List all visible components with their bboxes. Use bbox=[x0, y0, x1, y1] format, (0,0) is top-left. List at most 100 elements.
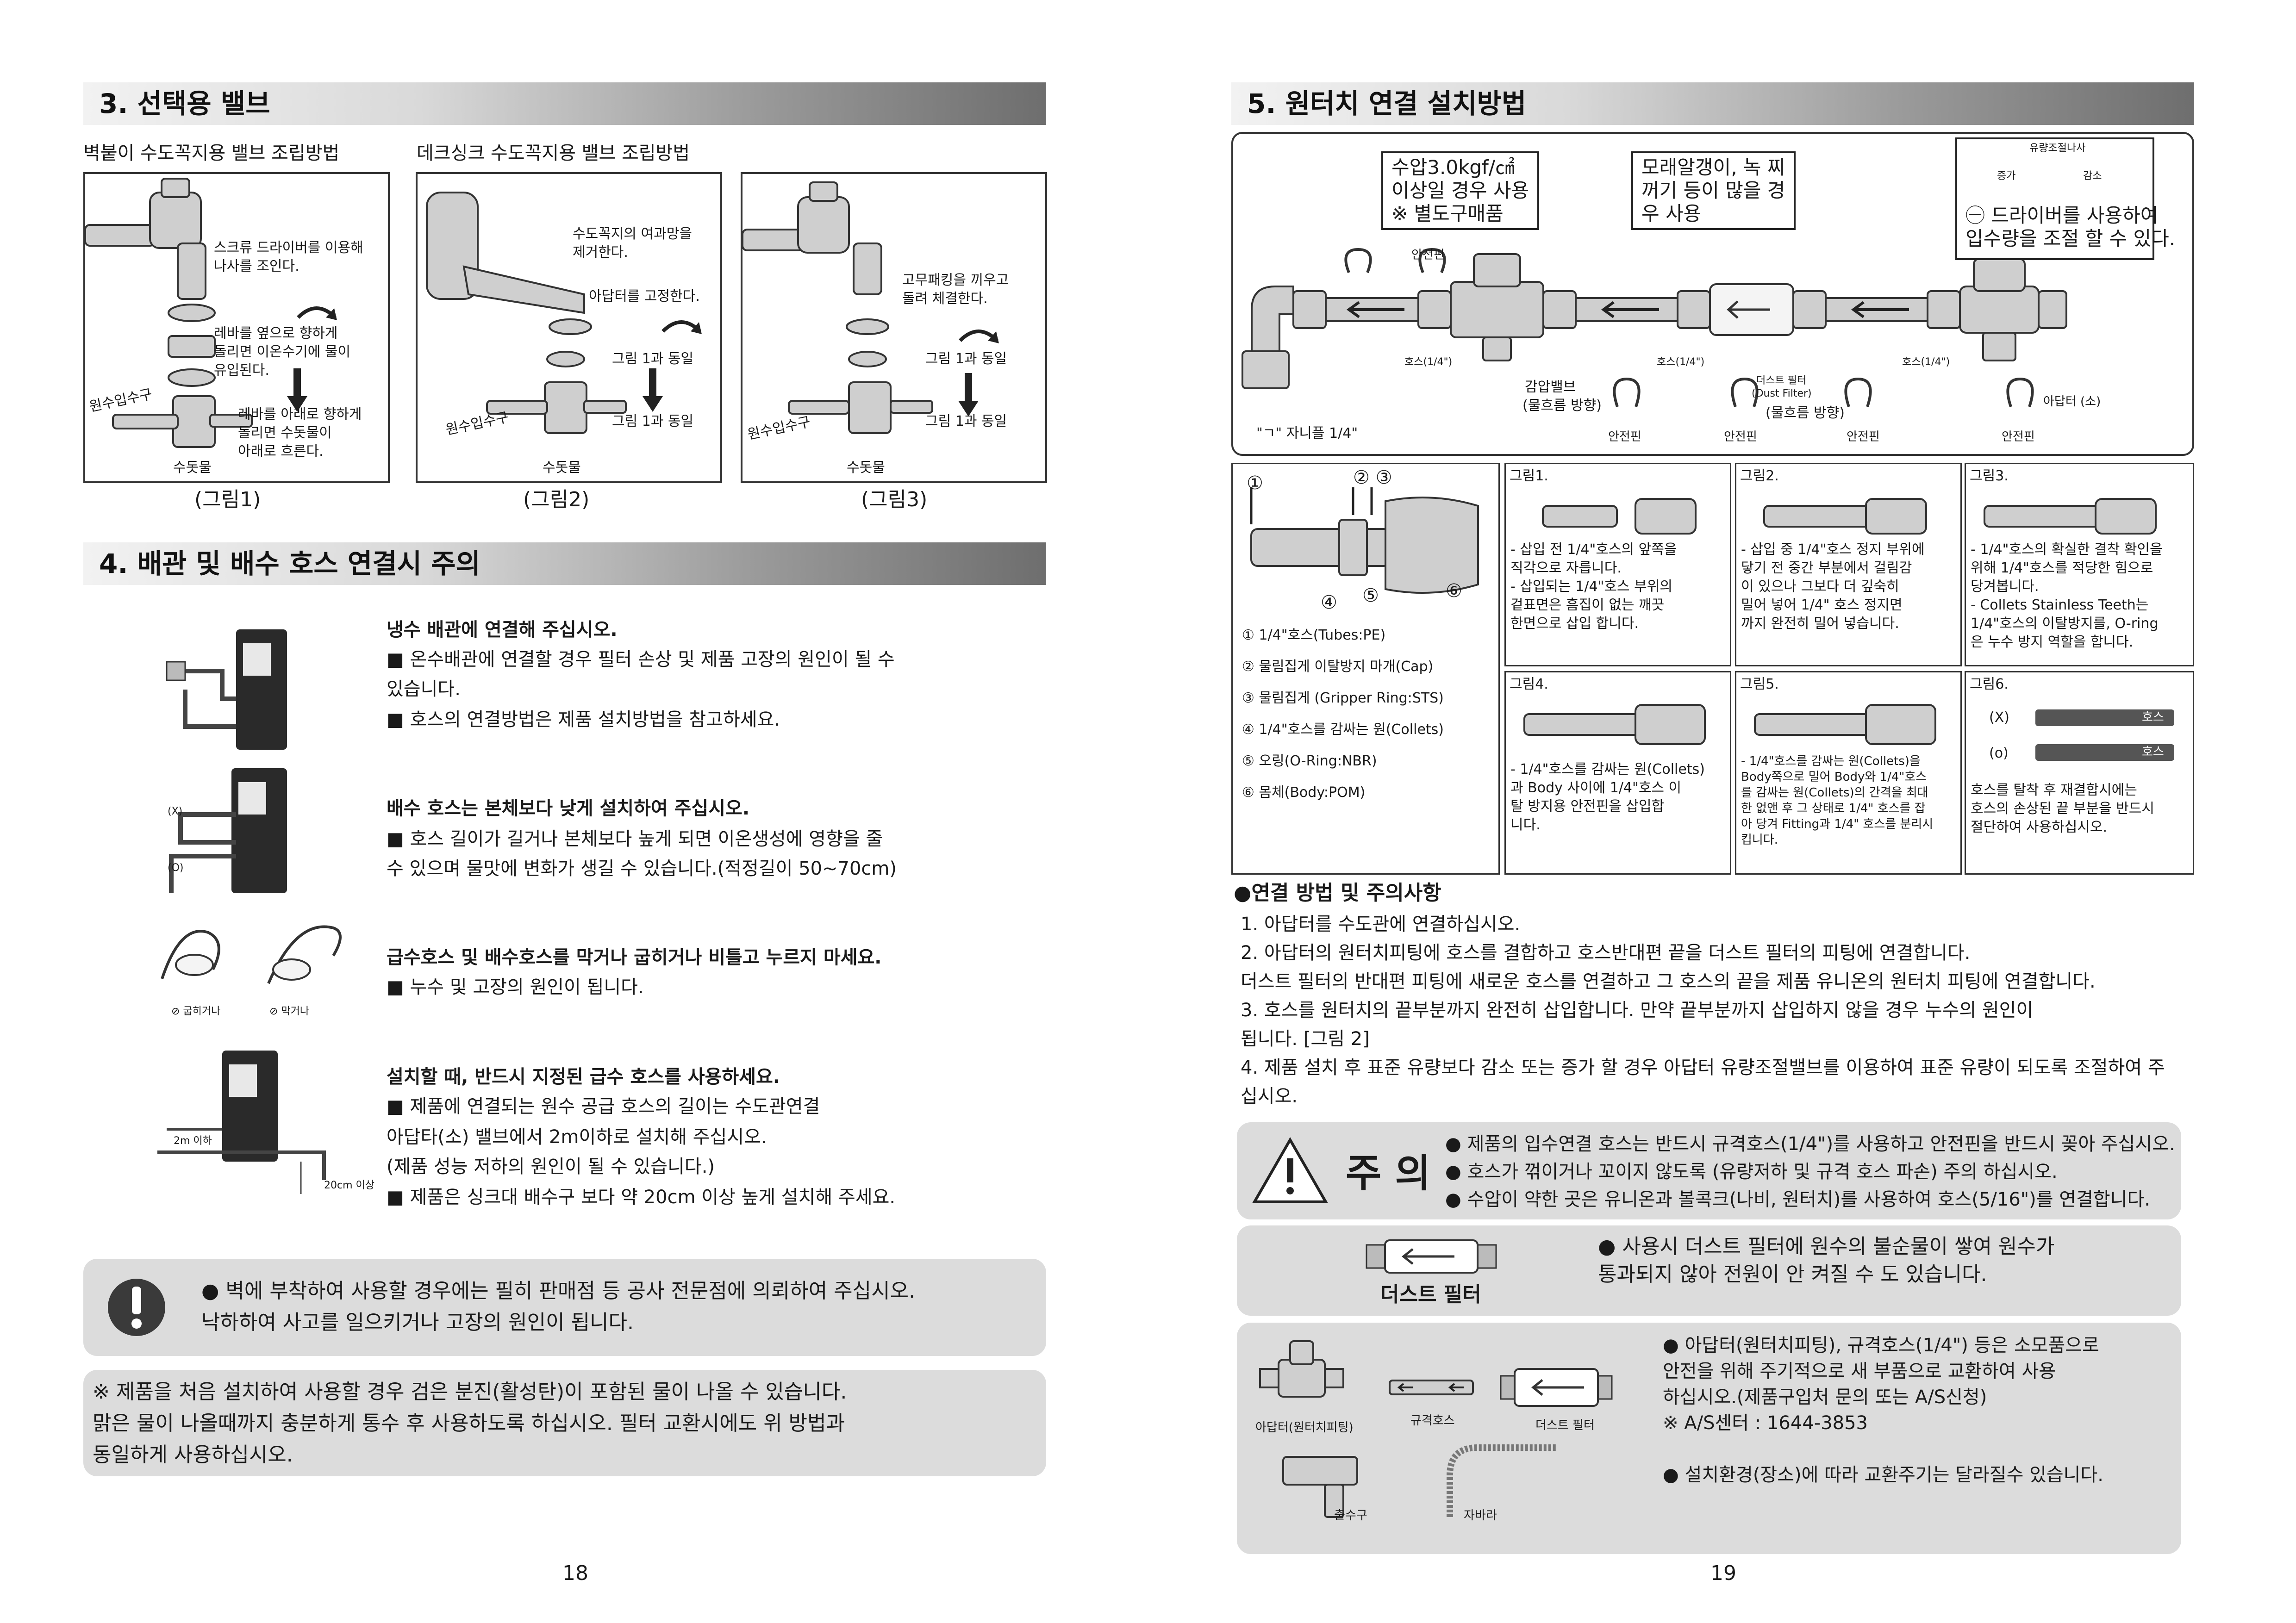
section-4-title: 4. 배관 및 배수 호스 연결시 주의 bbox=[83, 542, 1046, 585]
dust-filter-line-2: 통과되지 않아 전원이 안 켜질 수 도 있습니다. bbox=[1598, 1262, 1987, 1286]
fig-2-text: - 삽입 중 1/4"호스 정지 부위에 닿기 전 중간 부분에서 걸림감 이 … bbox=[1741, 541, 1925, 632]
sand-callout: 모래알갱이, 녹 찌 꺼기 등이 많을 경 우 사용 bbox=[1631, 151, 1796, 230]
drain-x-label: (X) bbox=[168, 806, 183, 817]
wall-mount-warning-line-2: 낙하하여 사고를 일으키거나 고장의 원인이 됩니다. bbox=[201, 1311, 634, 1334]
warning-triangle-icon bbox=[1252, 1137, 1329, 1203]
flow-decrease-label: 감소 bbox=[2083, 170, 2102, 182]
note-2-heading: 배수 호스는 본체보다 낮게 설치하여 주십시오. bbox=[387, 798, 750, 819]
bend-label: ⊘ 굽히거나 bbox=[171, 1006, 221, 1017]
part-5: ⑤ 오링(O-Ring:NBR) bbox=[1242, 753, 1377, 769]
pin-label-4: 안전핀 bbox=[2002, 430, 2035, 444]
one-touch-installation-diagram: 수압3.0kgf/㎠ 이상일 경우 사용 ※ 별도구매품 모래알갱이, 녹 찌 … bbox=[1231, 132, 2194, 456]
fig-5-title: 그림5. bbox=[1740, 676, 1779, 692]
jabara-icon bbox=[1447, 1444, 1556, 1517]
fig-5-text: - 1/4"호스를 감싸는 원(Collets)을 Body쪽으로 밀어 Bod… bbox=[1741, 754, 1934, 847]
subtitle-wall-valve: 벽붙이 수도꼭지용 밸브 조립방법 bbox=[83, 143, 340, 164]
fig-5-illustration bbox=[1754, 704, 1936, 745]
dust-filter-en-label: (Dust Filter) bbox=[1752, 388, 1812, 399]
parts-panel: ① ② ③ ④ ⑤ ⑥ ① 1/4"호스(Tubes:PE) ② 물림집게 이탈… bbox=[1231, 463, 1500, 875]
fig2-same-1: 그림 1과 동일 bbox=[612, 351, 694, 367]
note-3-line-1: ■ 누수 및 고장의 원인이 됩니다. bbox=[387, 976, 644, 998]
fig-4-illustration bbox=[1523, 704, 1706, 745]
fig3-same-2: 그림 1과 동일 bbox=[925, 413, 1007, 429]
method-line-1: 1. 아답터를 수도관에 연결하십시오. bbox=[1241, 914, 1521, 935]
top-safety-pin-label: 안전핀 bbox=[1411, 248, 1445, 262]
part-number-1: ① bbox=[1247, 473, 1263, 494]
note-2-line-2: 수 있으며 물맛에 변화가 생길 수 있습니다.(적정길이 50~70cm) bbox=[387, 858, 897, 879]
first-use-note-line-3: 동일하게 사용하십시오. bbox=[93, 1443, 293, 1467]
fig-cell-1: 그림1. - 삽입 전 1/4"호스의 앞쪽을 직각으로 자릅니다.- 삽입되는… bbox=[1504, 463, 1731, 666]
note-2-line-1: ■ 호스 길이가 길거나 본체보다 높게 되면 이온생성에 영향을 줄 bbox=[387, 828, 883, 850]
subtitle-deck-valve: 데크싱크 수도꼭지용 밸브 조립방법 bbox=[417, 143, 690, 164]
note-4-heading: 설치할 때, 반드시 지정된 급수 호스를 사용하세요. bbox=[387, 1066, 780, 1088]
method-line-5: 됩니다. [그림 2] bbox=[1241, 1028, 1370, 1050]
hose-label-3: 호스(1/4") bbox=[1902, 356, 1950, 368]
consumable-dust-filter-label: 더스트 필터 bbox=[1535, 1418, 1595, 1432]
jabara-label: 자바라 bbox=[1464, 1509, 1497, 1523]
fig1-tap-label: 수돗물 bbox=[173, 460, 212, 476]
part-3: ③ 물림집게 (Gripper Ring:STS) bbox=[1242, 690, 1444, 706]
fig-cell-3: 그림3. - 1/4"호스의 확실한 결착 확인을 위해 1/4"호스를 적당한… bbox=[1965, 463, 2194, 666]
caution-box: 주 의 ● 제품의 입수연결 호스는 반드시 규격호스(1/4")를 사용하고 … bbox=[1237, 1122, 2181, 1219]
adapter-icon-label: 아답터(원터치피팅) bbox=[1255, 1421, 1354, 1435]
reducing-valve-label: 감압밸브 bbox=[1525, 379, 1576, 395]
note-1-line-2: 있습니다. bbox=[387, 678, 461, 700]
fig-6-bad-hose-tag: 호스 bbox=[2142, 710, 2164, 724]
hose-handling-illustration bbox=[161, 925, 342, 984]
standard-hose-label: 규격호스 bbox=[1410, 1414, 1455, 1428]
section-3-title: 3. 선택용 밸브 bbox=[83, 82, 1046, 125]
consumables-box: 아답터(원터치피팅) 규격호스 더스트 필터 출수구 자바라 ● 아답터(원터치… bbox=[1237, 1323, 2181, 1554]
method-line-6: 4. 제품 설치 후 표준 유량보다 감소 또는 증가 할 경우 아답터 유량조… bbox=[1241, 1057, 2165, 1078]
fig-2-title: 그림2. bbox=[1740, 468, 1779, 484]
fig-6-x-label: (X) bbox=[1989, 709, 2009, 726]
first-use-note-line-2: 맑은 물이 나올때까지 충분하게 통수 후 사용하도록 하십시오. 필터 교환시… bbox=[93, 1412, 845, 1435]
page-number-right: 19 bbox=[1710, 1561, 1736, 1585]
fig-1-illustration bbox=[1542, 498, 1697, 535]
fig-4-title: 그림4. bbox=[1510, 676, 1548, 692]
fig-1-text: - 삽입 전 1/4"호스의 앞쪽을 직각으로 자릅니다.- 삽입되는 1/4"… bbox=[1510, 541, 1677, 632]
hose-assembly-illustration bbox=[1242, 165, 2070, 407]
exclamation-icon bbox=[108, 1279, 165, 1336]
flow-increase-label: 증가 bbox=[1997, 170, 2016, 182]
dust-filter-label: 더스트 필터 bbox=[1756, 375, 1807, 386]
fig-3-text: - 1/4"호스의 확실한 결착 확인을 위해 1/4"호스를 적당한 힘으로 … bbox=[1971, 541, 2163, 650]
fig-6-o-label: (o) bbox=[1989, 745, 2009, 761]
caution-label: 주 의 bbox=[1346, 1150, 1431, 1196]
valve-illustration-1 bbox=[85, 178, 337, 448]
consumables-line-5: ● 설치환경(장소)에 따라 교환주기는 달라질수 있습니다. bbox=[1663, 1464, 2104, 1486]
note-4-line-4: ■ 제품은 싱크대 배수구 보다 약 20cm 이상 높게 설치해 주세요. bbox=[387, 1187, 896, 1208]
part-number-2-3: ② ③ bbox=[1353, 467, 1392, 488]
method-line-2: 2. 아답터의 원터치피팅에 호스를 결합하고 호스반대편 끝을 더스트 필터의… bbox=[1241, 942, 1971, 964]
pin-label-1: 안전핀 bbox=[1608, 430, 1641, 444]
adapter-icon bbox=[1259, 1340, 1344, 1398]
fig-3-title: 그림3. bbox=[1970, 468, 2009, 484]
part-6: ⑥ 몸체(Body:POM) bbox=[1242, 784, 1366, 801]
drain-o-label: (O) bbox=[168, 862, 184, 874]
valve-illustration-3 bbox=[742, 181, 999, 434]
first-use-note-box: ※ 제품을 처음 설치하여 사용할 경우 검은 분진(활성탄)이 포함된 물이 … bbox=[83, 1370, 1046, 1476]
part-number-6: ⑥ bbox=[1446, 580, 1462, 602]
note-3-heading: 급수호스 및 배수호스를 막거나 굽히거나 비틀고 누르지 마세요. bbox=[387, 947, 882, 968]
note-1-heading: 냉수 배관에 연결해 주십시오. bbox=[387, 619, 618, 640]
method-line-3: 더스트 필터의 반대편 피팅에 새로운 호스를 연결하고 그 호스의 끝을 제품… bbox=[1241, 971, 2096, 992]
fig2-caption: (그림2) bbox=[523, 488, 590, 511]
fig1-caption: (그림1) bbox=[194, 488, 261, 511]
dust-filter-box: 더스트 필터 ● 사용시 더스트 필터에 원수의 불순물이 쌓여 원수가 통과되… bbox=[1237, 1225, 2181, 1316]
part-2: ② 물림집게 이탈방지 마개(Cap) bbox=[1242, 659, 1434, 675]
fig-4-text: - 1/4"호스를 감싸는 원(Collets) 과 Body 사이에 1/4"… bbox=[1510, 761, 1705, 833]
dust-filter-line-1: ● 사용시 더스트 필터에 원수의 불순물이 쌓여 원수가 bbox=[1598, 1235, 2055, 1258]
fig-6-good-hose bbox=[2035, 744, 2174, 761]
fig3-caption: (그림3) bbox=[861, 488, 928, 511]
fitting-cross-section-illustration bbox=[1250, 487, 1479, 594]
consumables-line-2: 안전을 위해 주기적으로 새 부품으로 교환하여 사용 bbox=[1663, 1361, 2056, 1382]
dust-filter-box-label: 더스트 필터 bbox=[1380, 1283, 1481, 1306]
part-4: ④ 1/4"호스를 감싸는 원(Collets) bbox=[1242, 721, 1444, 738]
cold-pipe-illustration bbox=[166, 629, 287, 750]
section-5-title: 5. 원터치 연결 설치방법 bbox=[1231, 82, 2194, 125]
fig2-same-2: 그림 1과 동일 bbox=[612, 413, 694, 429]
